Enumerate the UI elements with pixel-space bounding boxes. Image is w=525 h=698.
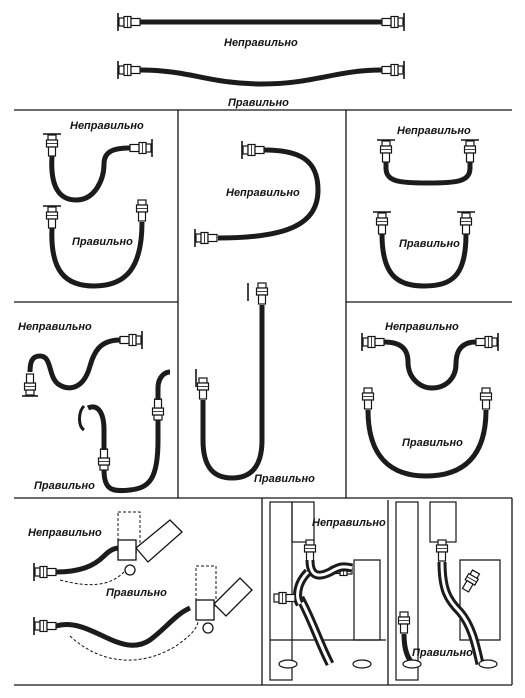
- label-right-r2-left: Правильно: [34, 480, 95, 492]
- label-right-top: Правильно: [228, 97, 289, 109]
- panel-r1-left: Неправильно Правильно: [43, 120, 152, 289]
- label-right-middle: Правильно: [254, 473, 315, 485]
- label-right-r2-right: Правильно: [402, 437, 463, 449]
- label-wrong-r1-left: Неправильно: [70, 120, 144, 132]
- top-section: Неправильно Правильно: [117, 12, 405, 109]
- panel-middle: Неправильно Правильно: [195, 141, 321, 485]
- label-wrong-top: Неправильно: [224, 37, 298, 49]
- label-right-r1-left: Правильно: [72, 236, 133, 248]
- label-right-r1-right: Правильно: [399, 238, 460, 250]
- label-wrong-r2-left: Неправильно: [18, 321, 92, 333]
- label-right-bottom-left: Правильно: [106, 587, 167, 599]
- label-wrong-r2-right: Неправильно: [385, 321, 459, 333]
- label-wrong-middle: Неправильно: [226, 187, 300, 199]
- panel-r2-left: Неправильно Правильно: [18, 321, 171, 494]
- hose-taut: [117, 12, 405, 32]
- label-wrong-r1-right: Неправильно: [397, 125, 471, 137]
- label-wrong-bottom-middle: Неправильно: [312, 517, 386, 529]
- panel-bottom-right: Правильно: [395, 501, 501, 681]
- label-wrong-bottom-left: Неправильно: [28, 527, 102, 539]
- hose-slack: [117, 60, 405, 87]
- panel-r1-right: Неправильно Правильно: [373, 125, 479, 289]
- panel-bottom-left: Неправильно Правильно: [28, 511, 253, 661]
- panel-bottom-middle: Неправильно: [269, 501, 386, 681]
- panel-r2-right: Неправильно Правильно: [362, 321, 498, 479]
- panel-grid: [14, 109, 513, 686]
- label-right-bottom-right: Правильно: [412, 647, 473, 659]
